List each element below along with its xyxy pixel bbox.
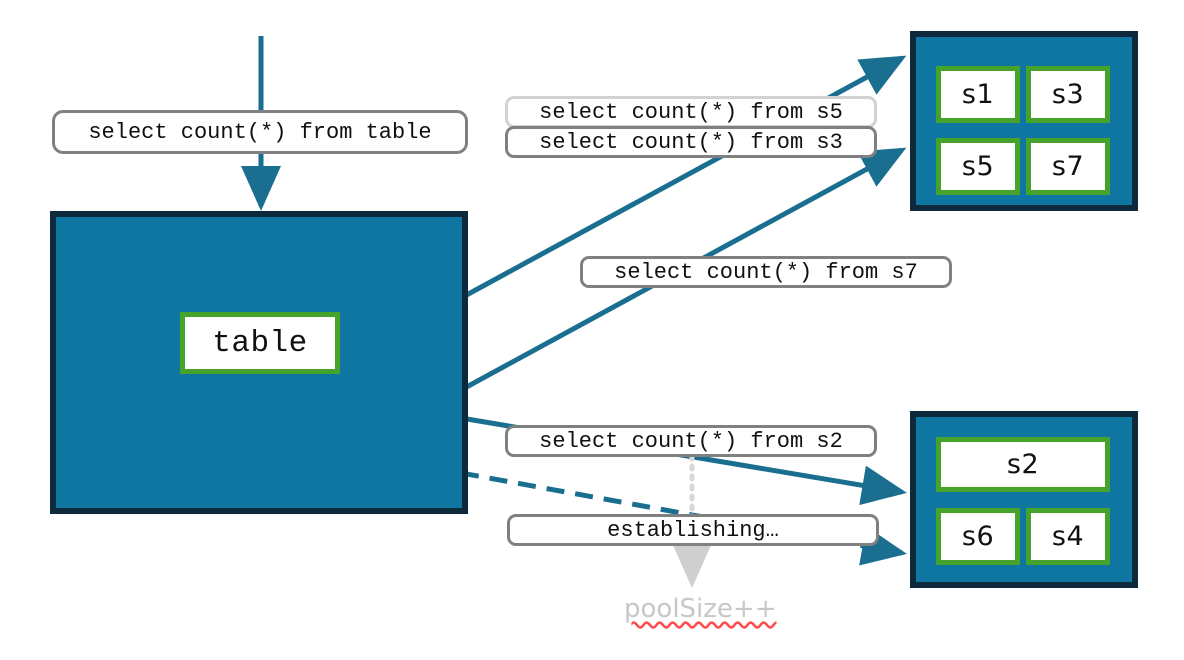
query-label-s5: select count(*) from s5 bbox=[505, 96, 877, 128]
shard-s5: s5 bbox=[936, 138, 1020, 195]
query-label-s3: select count(*) from s3 bbox=[505, 126, 877, 158]
shard-s1: s1 bbox=[936, 66, 1020, 123]
poolsize-annotation: poolSize++ bbox=[624, 594, 777, 624]
shard-s6: s6 bbox=[936, 508, 1020, 565]
query-label-s7: select count(*) from s7 bbox=[580, 256, 952, 288]
table-leaf: table bbox=[180, 312, 340, 374]
query-label-s2: select count(*) from s2 bbox=[505, 425, 877, 457]
status-label-establishing: establishing… bbox=[507, 514, 879, 546]
root-query-label: select count(*) from table bbox=[52, 110, 468, 154]
shard-s7: s7 bbox=[1026, 138, 1110, 195]
shard-s2: s2 bbox=[936, 437, 1110, 492]
shard-s3: s3 bbox=[1026, 66, 1110, 123]
shard-s4: s4 bbox=[1026, 508, 1110, 565]
